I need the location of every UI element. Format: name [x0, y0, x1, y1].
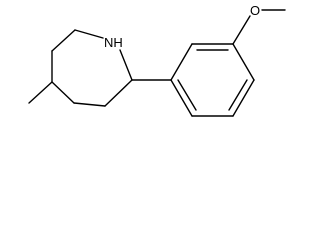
bond-ar4-ar5 [232, 79, 255, 117]
phenyl-ring [170, 43, 255, 117]
azepane-ring [51, 29, 133, 107]
bond-ar6-ar1 [170, 79, 193, 117]
bond-c4-c3 [73, 102, 106, 107]
methyl-bond [28, 81, 53, 104]
bond-ar3-ar4 [232, 43, 255, 81]
oxygen-label: O [250, 3, 260, 18]
double-bond-ar6-ar1 [177, 79, 197, 111]
bond-c5-c4 [51, 81, 75, 104]
bond-n-c7 [74, 29, 104, 39]
bond-c3-c2 [104, 79, 133, 107]
aryl-oxygen-bond [232, 15, 251, 45]
nitrogen-label: NH [104, 35, 123, 50]
bond-ar1-ar2 [170, 43, 193, 81]
bond-c7-c6 [51, 29, 76, 52]
bond-c2-n [119, 49, 133, 81]
structure-diagram: NH O [28, 3, 286, 117]
double-bond-ar4-ar5 [228, 79, 248, 111]
